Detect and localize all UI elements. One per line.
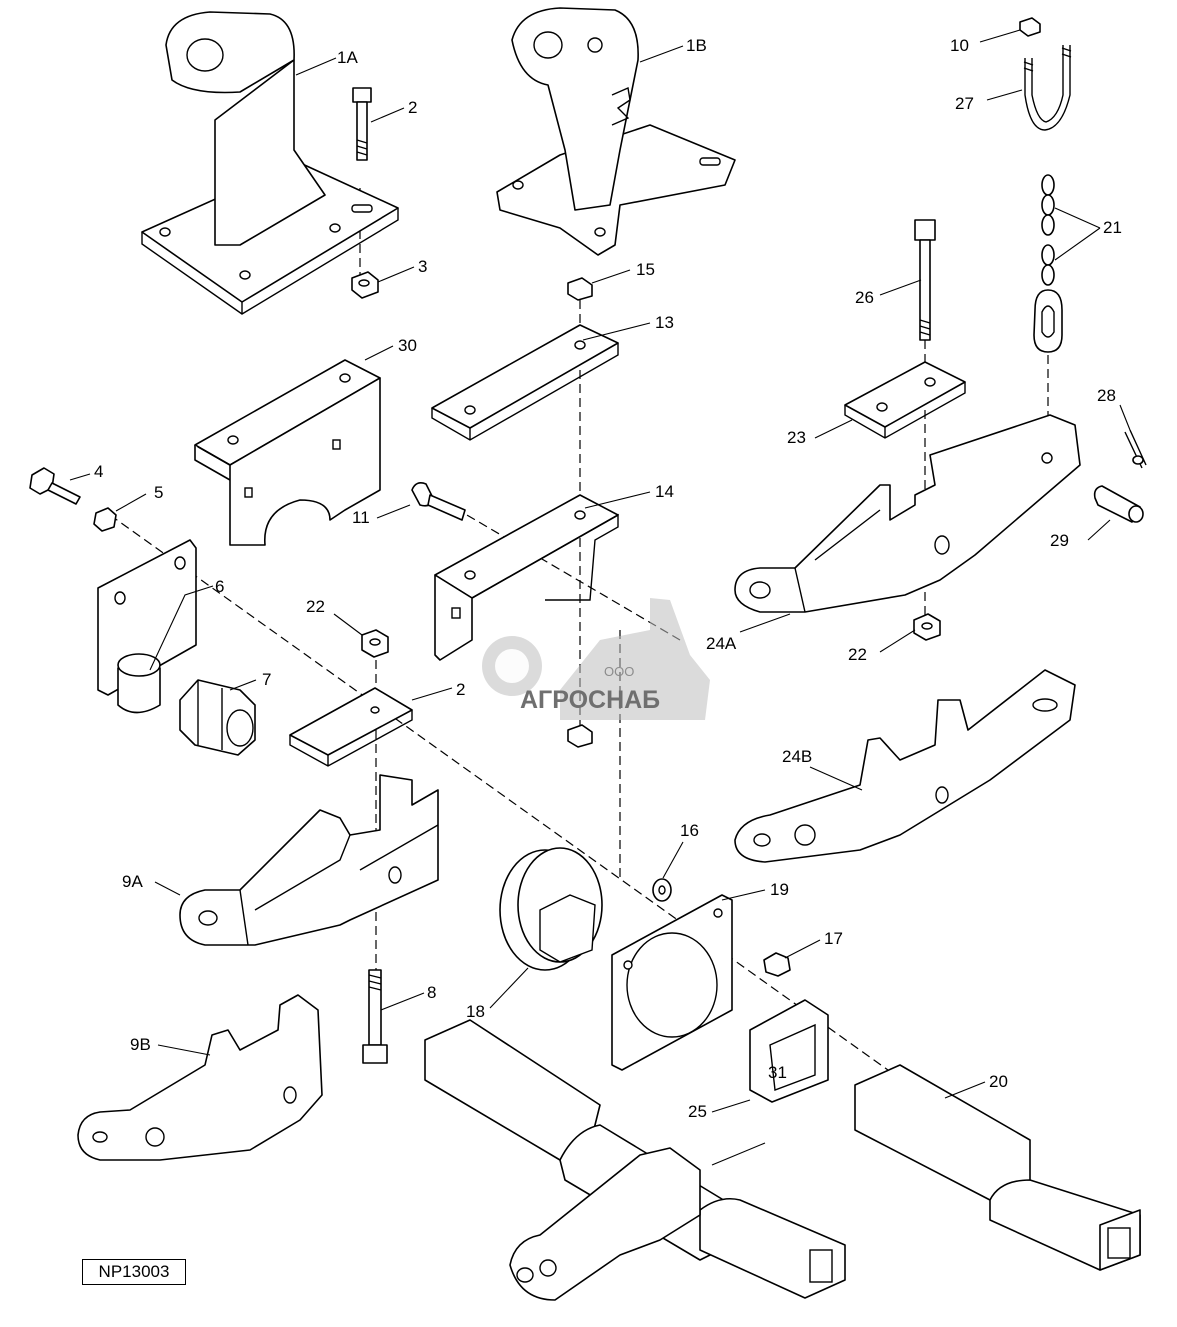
callout-28: 28: [1097, 386, 1116, 405]
part-1b-cast-bracket: [496, 7, 736, 256]
callout-13: 13: [655, 313, 674, 332]
callout-9a: 9A: [122, 872, 143, 891]
part-29-pin: [1093, 485, 1144, 523]
watermark-prefix: ООО: [604, 664, 634, 679]
reference-code-box: NP13003: [82, 1259, 186, 1285]
callout-19: 19: [770, 880, 789, 899]
callout-1a: 1A: [337, 48, 358, 67]
part-13-plate: [431, 324, 619, 441]
part-23-plate: [844, 361, 966, 439]
callout-24b: 24B: [782, 747, 812, 766]
callout-31: 31: [768, 1063, 787, 1082]
part-22-nut: [361, 629, 389, 658]
part-2-bolt: [352, 87, 372, 161]
part-25-square-bushing: [749, 999, 829, 1103]
callout-15: 15: [636, 260, 655, 279]
part-7-bushing: [179, 679, 256, 756]
part-9a-arm: [179, 774, 439, 946]
watermark-logo: ООО АГРОСНАБ: [482, 598, 710, 720]
callout-7: 7: [262, 670, 271, 689]
callout-20: 20: [989, 1072, 1008, 1091]
part-31-arm: [509, 1147, 701, 1301]
part-11-carriage-bolt: [411, 482, 466, 521]
callout-30: 30: [398, 336, 417, 355]
callout-8: 8: [427, 983, 436, 1002]
part-9b-arm: [77, 994, 323, 1161]
part-28-cotter-pin: [1124, 429, 1147, 469]
part-26-bolt: [914, 219, 936, 341]
part-1a-mount-bracket: [141, 11, 399, 315]
callout-22-right: 22: [848, 645, 867, 664]
part-17-nut: [763, 952, 791, 977]
part-30-clamp-block: [194, 359, 381, 546]
callout-4: 4: [94, 462, 103, 481]
callout-11: 11: [352, 508, 370, 527]
callout-25: 25: [688, 1102, 707, 1121]
callout-6: 6: [215, 577, 224, 596]
part-19-flange-plate: [611, 894, 733, 1071]
part-6-plate-with-tube: [97, 539, 197, 714]
callout-2-plate: 2: [456, 680, 465, 699]
part-24a-arm: [734, 414, 1081, 613]
callout-22-left: 22: [306, 597, 325, 616]
callout-21: 21: [1103, 218, 1122, 237]
callout-10: 10: [950, 36, 969, 55]
callout-3: 3: [418, 257, 427, 276]
part-21-chain: [1033, 174, 1063, 353]
part-10-nut: [1019, 17, 1041, 37]
callout-9b: 9B: [130, 1035, 151, 1054]
callout-24a: 24A: [706, 634, 737, 653]
part-24b-arm: [734, 669, 1076, 863]
callout-23: 23: [787, 428, 806, 447]
callout-labels: 1A 1B 2 3 4 5 6 7 8 9A 9B 10 11 13 14 15…: [94, 36, 1122, 1121]
part-nut: [567, 724, 593, 748]
callout-18: 18: [466, 1002, 485, 1021]
part-20-square-tube: [854, 1064, 1141, 1271]
part-15-nut: [567, 277, 593, 301]
watermark-name: АГРОСНАБ: [520, 686, 660, 714]
part-27-u-bolt: [1023, 45, 1072, 131]
part-3-nut: [351, 271, 379, 299]
callout-26: 26: [855, 288, 874, 307]
callout-1b: 1B: [686, 36, 707, 55]
callout-14: 14: [655, 482, 674, 501]
callout-16: 16: [680, 821, 699, 840]
part-2-plate: [289, 687, 413, 767]
part-8-bolt: [362, 969, 388, 1064]
callout-5: 5: [154, 483, 163, 502]
part-4-bolt: [29, 467, 81, 505]
part-18-bearing: [499, 847, 603, 971]
part-22-nut-right: [913, 613, 941, 641]
callout-27: 27: [955, 94, 974, 113]
callout-2: 2: [408, 98, 417, 117]
callout-17: 17: [824, 929, 843, 948]
part-14-angle-bracket: [434, 494, 619, 661]
callout-29: 29: [1050, 531, 1069, 550]
leader-lines: [69, 29, 1131, 1166]
part-16-washer: [652, 878, 672, 902]
part-5-nut: [93, 507, 117, 532]
